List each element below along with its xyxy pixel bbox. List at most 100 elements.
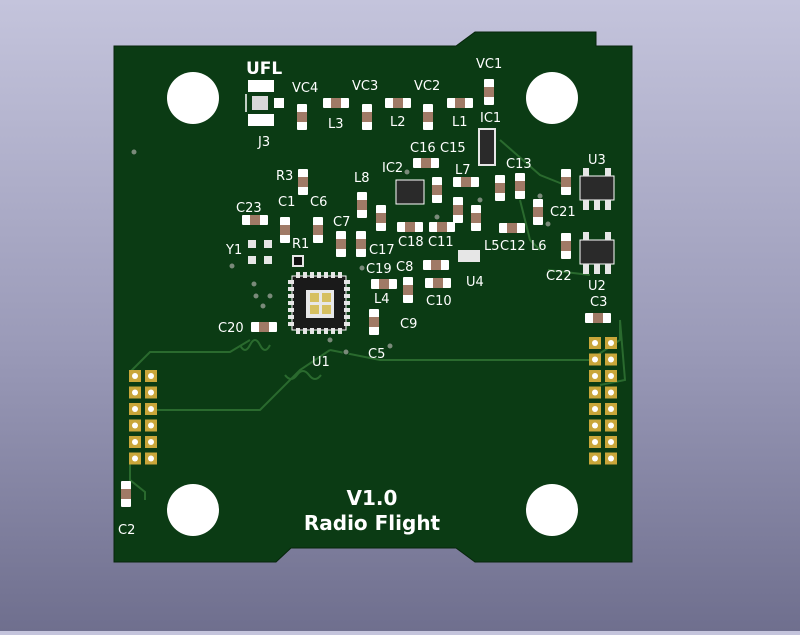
passive-part	[403, 277, 413, 303]
vias	[130, 148, 552, 356]
passive-part	[495, 175, 505, 201]
label-vc4: VC4	[292, 81, 318, 96]
label-c18: C18	[398, 235, 424, 250]
passive-part	[385, 98, 411, 108]
passive-part	[585, 313, 611, 323]
silkscreen-designators: J3 VC4 VC3 VC2 VC1 L3 L2 L1 IC1 C16 C15 …	[118, 57, 607, 538]
label-vc3: VC3	[352, 79, 378, 94]
passive-part	[298, 169, 308, 195]
left-header-pin	[145, 419, 157, 432]
label-l7: L7	[455, 163, 471, 178]
passive-part	[484, 79, 494, 105]
pin-headers	[129, 337, 617, 465]
silkscreen-titles: UFL V1.0 Radio Flight	[246, 59, 441, 535]
right-header-pin	[605, 386, 617, 399]
label-l1: L1	[452, 115, 468, 130]
crystal-y1	[248, 240, 272, 264]
label-c15: C15	[440, 141, 466, 156]
passive-part	[369, 309, 379, 335]
right-header-pin	[589, 353, 601, 366]
board-version: V1.0	[347, 486, 398, 510]
right-header-pin	[589, 403, 601, 415]
label-c20: C20	[218, 321, 244, 336]
label-l3: L3	[328, 117, 344, 132]
passive-part	[397, 222, 423, 232]
left-header-pin	[129, 403, 141, 415]
sot-packages	[292, 128, 615, 274]
right-header-pin	[605, 436, 617, 448]
passive-part	[297, 104, 307, 130]
left-header-pin	[129, 370, 141, 382]
passive-part	[453, 197, 463, 223]
label-r1: R1	[292, 237, 309, 252]
right-header-pin	[605, 403, 617, 415]
passive-part	[425, 278, 451, 288]
label-c7: C7	[333, 215, 350, 230]
passive-part	[499, 223, 525, 233]
passive-part	[471, 205, 481, 231]
label-vc2: VC2	[414, 79, 440, 94]
right-header-pin	[605, 337, 617, 349]
passive-part	[515, 173, 525, 199]
label-c8: C8	[396, 260, 413, 275]
label-ic2: IC2	[382, 161, 403, 176]
label-c19: C19	[366, 262, 392, 277]
label-c17: C17	[369, 243, 395, 258]
passive-part	[242, 215, 268, 225]
passive-part	[362, 104, 372, 130]
label-c5: C5	[368, 347, 385, 362]
label-l6: L6	[531, 239, 547, 254]
right-header-pin	[589, 386, 601, 399]
label-u3: U3	[588, 153, 606, 168]
passive-part	[371, 279, 397, 289]
label-ic1: IC1	[480, 111, 501, 126]
label-c1: C1	[278, 195, 295, 210]
label-u1: U1	[312, 355, 330, 370]
right-header-pin	[605, 353, 617, 366]
left-header-pin	[145, 386, 157, 399]
right-header-pin	[589, 337, 601, 349]
passive-part	[280, 217, 290, 243]
passive-part	[413, 158, 439, 168]
passive-part	[251, 322, 277, 332]
antenna-label: UFL	[246, 59, 282, 79]
label-c11: C11	[428, 235, 454, 250]
right-header-pin	[589, 452, 601, 465]
passive-part	[423, 260, 449, 270]
left-header-pin	[129, 419, 141, 432]
left-header-pin	[129, 386, 141, 399]
label-r3: R3	[276, 169, 293, 184]
passive-part	[561, 169, 571, 195]
right-header-pin	[605, 452, 617, 465]
passive-part	[447, 98, 473, 108]
label-c2: C2	[118, 523, 135, 538]
right-header-pin	[605, 370, 617, 382]
label-c9: C9	[400, 317, 417, 332]
left-header-pin	[145, 370, 157, 382]
passive-part	[357, 192, 367, 218]
label-c6: C6	[310, 195, 327, 210]
label-j3: J3	[257, 135, 270, 150]
ufl-connector-j3	[245, 80, 284, 126]
passive-part	[323, 98, 349, 108]
passive-part	[561, 233, 571, 259]
right-header-pin	[605, 419, 617, 432]
pcb-board	[113, 31, 633, 563]
mounting-hole-top-right	[526, 72, 578, 124]
right-header-pin	[589, 419, 601, 432]
passive-part	[356, 231, 366, 257]
label-c23: C23	[236, 201, 262, 216]
passive-components	[121, 79, 611, 507]
label-c12: C12	[500, 239, 526, 254]
left-header-pin	[145, 436, 157, 448]
label-c16: C16	[410, 141, 436, 156]
passive-part	[453, 177, 479, 187]
qfn-chip-u1	[288, 272, 350, 334]
label-y1: Y1	[225, 243, 242, 258]
passive-part	[336, 231, 346, 257]
passive-part	[432, 177, 442, 203]
label-l2: L2	[390, 115, 406, 130]
left-header-pin	[145, 452, 157, 465]
